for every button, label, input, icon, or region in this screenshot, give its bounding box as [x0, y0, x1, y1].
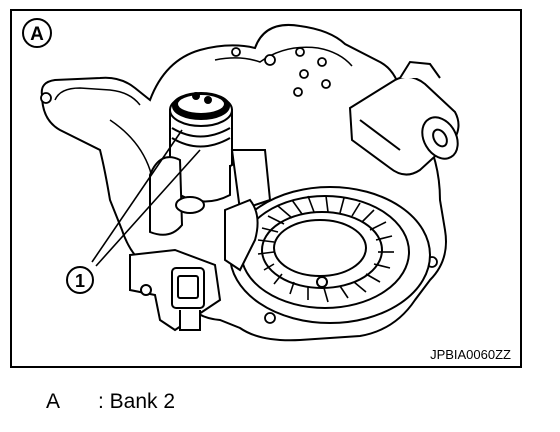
solenoid-connector [348, 60, 460, 176]
legend-description: : Bank 2 [98, 390, 176, 413]
ring-bearing [229, 186, 431, 324]
callout-number: 1 [75, 271, 85, 291]
lower-connector [129, 248, 222, 332]
legend: A : Bank 2 [46, 390, 175, 414]
callout-leaders [91, 129, 201, 267]
legend-key: A [46, 390, 61, 413]
diagram-figure: A 1 JPBIA0060ZZ [10, 9, 522, 368]
housing-edge-line [54, 87, 141, 106]
callout-1: 1 [66, 266, 94, 294]
housing-edge-line [214, 46, 353, 67]
lower-flange [224, 198, 328, 288]
solenoid-body [169, 92, 233, 203]
valve-boss [149, 149, 272, 236]
view-label-circle: A [22, 18, 52, 48]
figure-code: JPBIA0060ZZ [430, 347, 511, 362]
housing-edge-line [109, 119, 161, 211]
view-label: A [30, 24, 44, 45]
bolt-holes [40, 47, 438, 324]
ring-fins [257, 195, 394, 303]
technical-illustration: A 1 JPBIA0060ZZ [10, 9, 522, 368]
